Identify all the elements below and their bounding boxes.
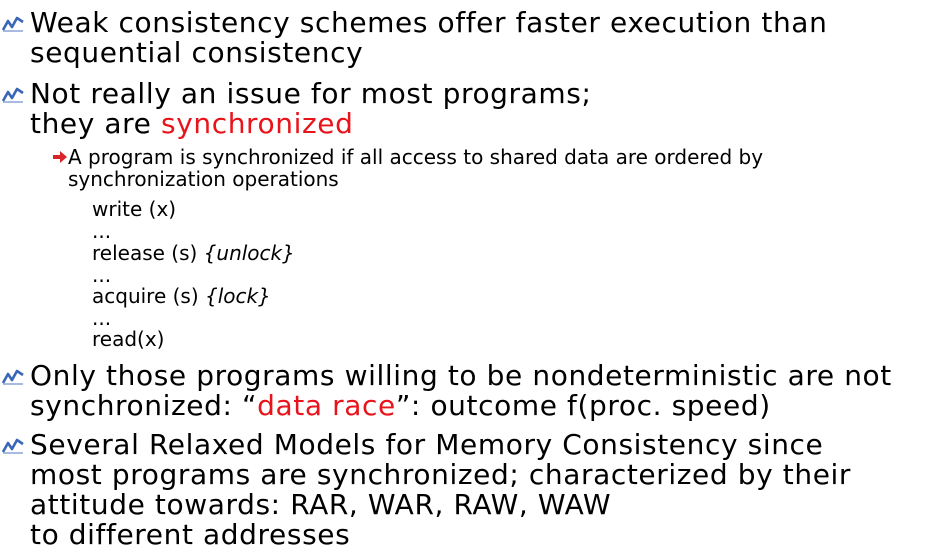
bullet-4-text: Several Relaxed Models for Memory Consis… (30, 430, 930, 550)
code-comment-unlock: {unlock} (203, 241, 295, 265)
bullet-3-line-2: synchronized: “data race”: outcome f(pro… (30, 389, 771, 422)
sub-bullet: A program is synchronized if all access … (48, 146, 928, 190)
bullet-2-line-1: Not really an issue for most programs; (30, 77, 592, 110)
bullet-4-line-3: attitude towards: RAR, WAR, RAW, WAW (30, 488, 612, 521)
bullet-1-line-2: sequential consistency (30, 36, 364, 69)
code-line-6: ... (92, 306, 112, 330)
highlight-synchronized: synchronized (161, 107, 354, 140)
bullet-4-line-2: most programs are synchronized; characte… (30, 458, 852, 491)
bullet-2-line-2: they are synchronized (30, 109, 930, 139)
bullet-4-line-1: Several Relaxed Models for Memory Consis… (30, 428, 824, 461)
code-line-4: ... (92, 263, 112, 287)
bullet-3: Only those programs willing to be nondet… (0, 361, 930, 421)
bullet-4: Several Relaxed Models for Memory Consis… (0, 430, 930, 550)
wave-bullet-icon (2, 369, 24, 385)
wave-bullet-icon (2, 438, 24, 454)
bullet-2-line-2-pre: they are (30, 107, 162, 140)
code-line-3: release (s) {unlock} (92, 241, 295, 265)
bullet-3-line-1: Only those programs willing to be nondet… (30, 359, 892, 392)
bullet-1: Weak consistency schemes offer faster ex… (0, 8, 930, 68)
wave-bullet-icon (2, 87, 24, 103)
code-comment-lock: {lock} (205, 284, 271, 308)
arrow-right-icon (53, 151, 67, 163)
bullet-3-text: Only those programs willing to be nondet… (30, 361, 930, 421)
sub-bullet-line-1: A program is synchronized if all access … (68, 145, 764, 169)
code-line-2: ... (92, 219, 112, 243)
code-line-7: read(x) (92, 327, 165, 351)
code-line-1: write (x) (92, 197, 177, 221)
sub-bullet-text: A program is synchronized if all access … (68, 146, 928, 190)
bullet-4-line-4: to different addresses (30, 518, 351, 551)
highlight-data-race: data race (257, 389, 396, 422)
bullet-2-text: Not really an issue for most programs; t… (30, 79, 930, 139)
bullet-2: Not really an issue for most programs; t… (0, 79, 930, 139)
code-line-5: acquire (s) {lock} (92, 284, 271, 308)
bullet-1-text: Weak consistency schemes offer faster ex… (30, 8, 930, 68)
bullet-1-line-1: Weak consistency schemes offer faster ex… (30, 6, 828, 39)
sub-bullet-line-2: synchronization operations (68, 167, 339, 191)
wave-bullet-icon (2, 16, 24, 32)
